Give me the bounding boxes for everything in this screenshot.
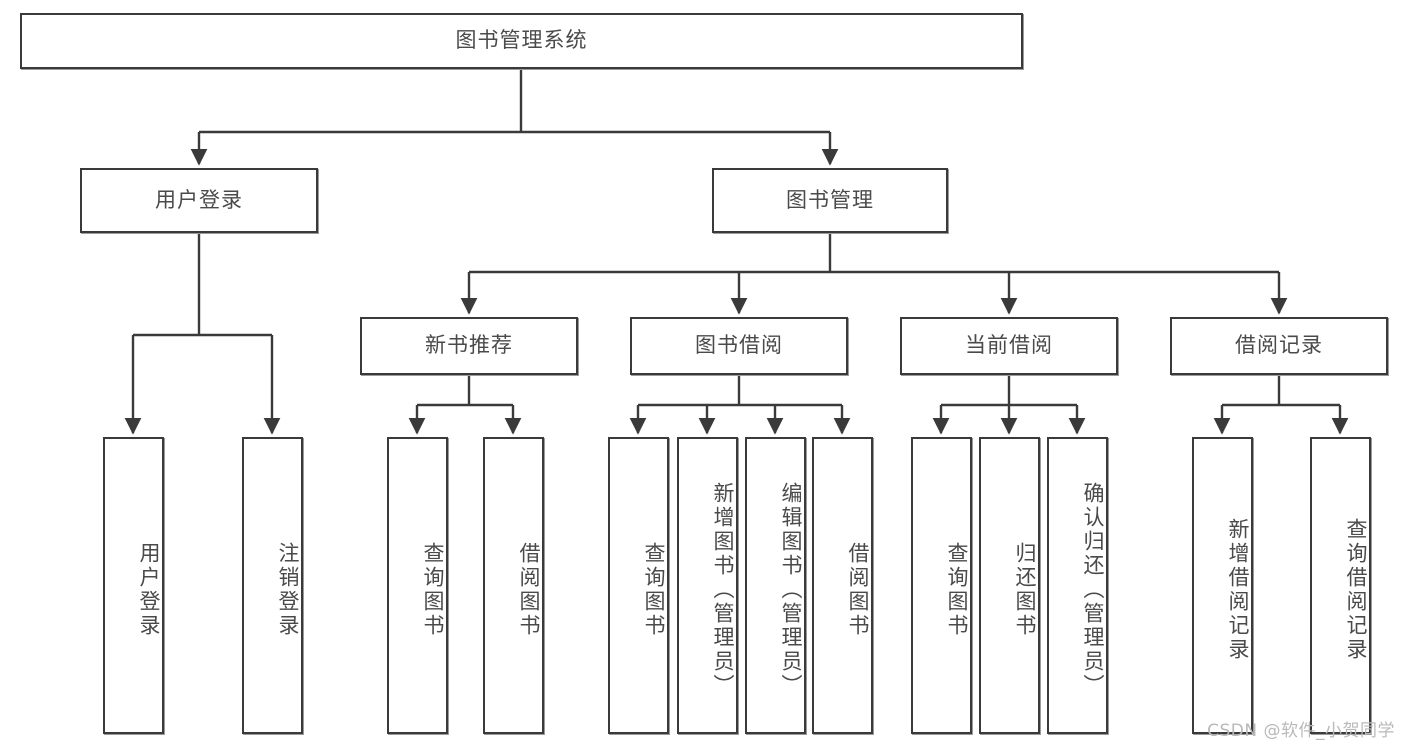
node-current-borrow-label: 当前借阅 (965, 333, 1053, 358)
node-leaf-logout-label: 注销登录 (276, 541, 300, 638)
node-leaf-borrow-book-1[interactable]: 借阅图书 (483, 437, 544, 734)
node-leaf-logout[interactable]: 注销登录 (242, 437, 303, 734)
node-leaf-add-book-label: 新增图书（管理员） (711, 481, 735, 698)
node-leaf-edit-book[interactable]: 编辑图书（管理员） (745, 437, 806, 734)
node-leaf-borrow-book-2-label: 借阅图书 (846, 541, 870, 638)
node-new-book-recommend[interactable]: 新书推荐 (360, 317, 578, 375)
node-leaf-query-record[interactable]: 查询借阅记录 (1310, 437, 1371, 734)
node-leaf-user-login[interactable]: 用户登录 (103, 437, 164, 734)
node-leaf-query-book-3[interactable]: 查询图书 (911, 437, 972, 734)
node-leaf-add-record[interactable]: 新增借阅记录 (1192, 437, 1253, 734)
node-leaf-add-record-label: 新增借阅记录 (1226, 517, 1250, 662)
node-leaf-query-book-1[interactable]: 查询图书 (387, 437, 448, 734)
node-leaf-query-book-2-label: 查询图书 (642, 541, 666, 638)
node-new-book-recommend-label: 新书推荐 (425, 333, 513, 358)
node-leaf-borrow-book-1-label: 借阅图书 (517, 541, 541, 638)
node-leaf-confirm-return[interactable]: 确认归还（管理员） (1047, 437, 1108, 734)
node-book-borrow[interactable]: 图书借阅 (630, 317, 848, 375)
node-book-manage-label: 图书管理 (786, 187, 874, 212)
node-borrow-record-label: 借阅记录 (1235, 333, 1323, 358)
node-leaf-query-record-label: 查询借阅记录 (1344, 517, 1368, 662)
node-leaf-return-book[interactable]: 归还图书 (979, 437, 1040, 734)
node-leaf-return-book-label: 归还图书 (1013, 541, 1037, 638)
node-leaf-borrow-book-2[interactable]: 借阅图书 (812, 437, 873, 734)
node-book-manage[interactable]: 图书管理 (712, 168, 948, 233)
node-leaf-user-login-label: 用户登录 (137, 541, 161, 638)
node-leaf-query-book-1-label: 查询图书 (421, 541, 445, 638)
node-leaf-add-book[interactable]: 新增图书（管理员） (677, 437, 738, 734)
node-leaf-query-book-2[interactable]: 查询图书 (608, 437, 669, 734)
node-book-borrow-label: 图书借阅 (695, 333, 783, 358)
node-user-login-label: 用户登录 (155, 187, 243, 212)
node-leaf-confirm-return-label: 确认归还（管理员） (1081, 481, 1105, 698)
node-user-login[interactable]: 用户登录 (80, 168, 318, 233)
node-root-label: 图书管理系统 (455, 28, 588, 53)
csdn-watermark: CSDN @软件_小贺同学 (1207, 721, 1395, 741)
node-leaf-edit-book-label: 编辑图书（管理员） (779, 481, 803, 698)
node-borrow-record[interactable]: 借阅记录 (1170, 317, 1388, 375)
node-root[interactable]: 图书管理系统 (20, 13, 1023, 69)
node-leaf-query-book-3-label: 查询图书 (945, 541, 969, 638)
node-current-borrow[interactable]: 当前借阅 (900, 317, 1118, 375)
